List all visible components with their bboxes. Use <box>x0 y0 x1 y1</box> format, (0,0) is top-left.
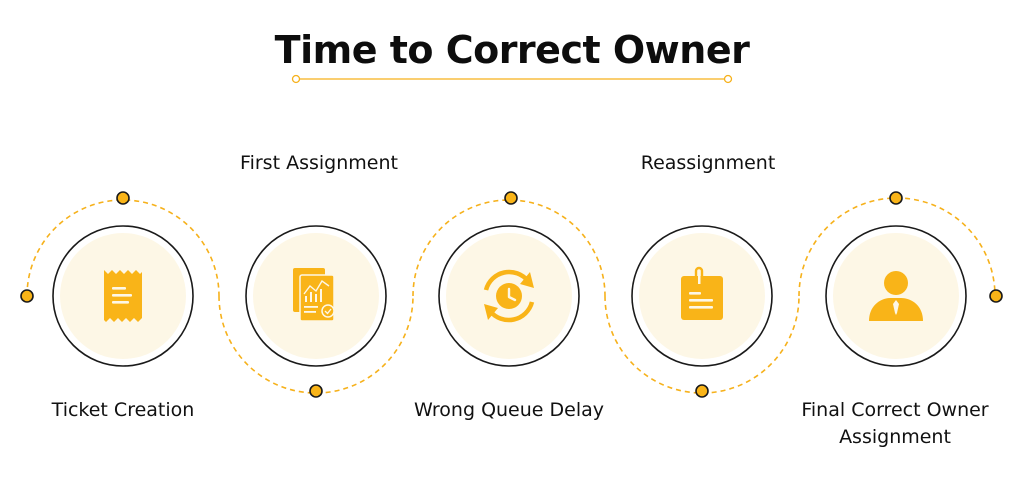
clipboard-note-icon <box>681 266 723 320</box>
step-label-final-correct-owner: Final Correct Owner Assignment <box>801 399 989 448</box>
arc-4 <box>604 295 800 394</box>
step-label-first-assignment: First Assignment <box>240 152 398 174</box>
dot <box>989 289 1003 303</box>
step-label-wrong-queue-delay: Wrong Queue Delay <box>413 399 605 421</box>
arc-2 <box>218 295 414 394</box>
dot <box>309 384 323 398</box>
arc-3 <box>412 199 606 297</box>
dot <box>889 191 903 205</box>
person-icon <box>869 271 923 321</box>
step-label-reassignment: Reassignment <box>640 152 776 174</box>
connector-dots <box>20 191 1003 398</box>
title-underline <box>291 74 733 84</box>
dot <box>20 289 34 303</box>
dot <box>695 384 709 398</box>
arc-1 <box>26 199 220 297</box>
step-circle-5 <box>825 225 967 367</box>
page-title: Time to Correct Owner <box>274 28 750 72</box>
dot <box>504 191 518 205</box>
step-label-ticket-creation: Ticket Creation <box>51 399 195 421</box>
dot <box>116 191 130 205</box>
report-chart-icon <box>293 268 335 322</box>
receipt-icon <box>104 270 142 322</box>
clock-refresh-icon <box>483 269 535 323</box>
